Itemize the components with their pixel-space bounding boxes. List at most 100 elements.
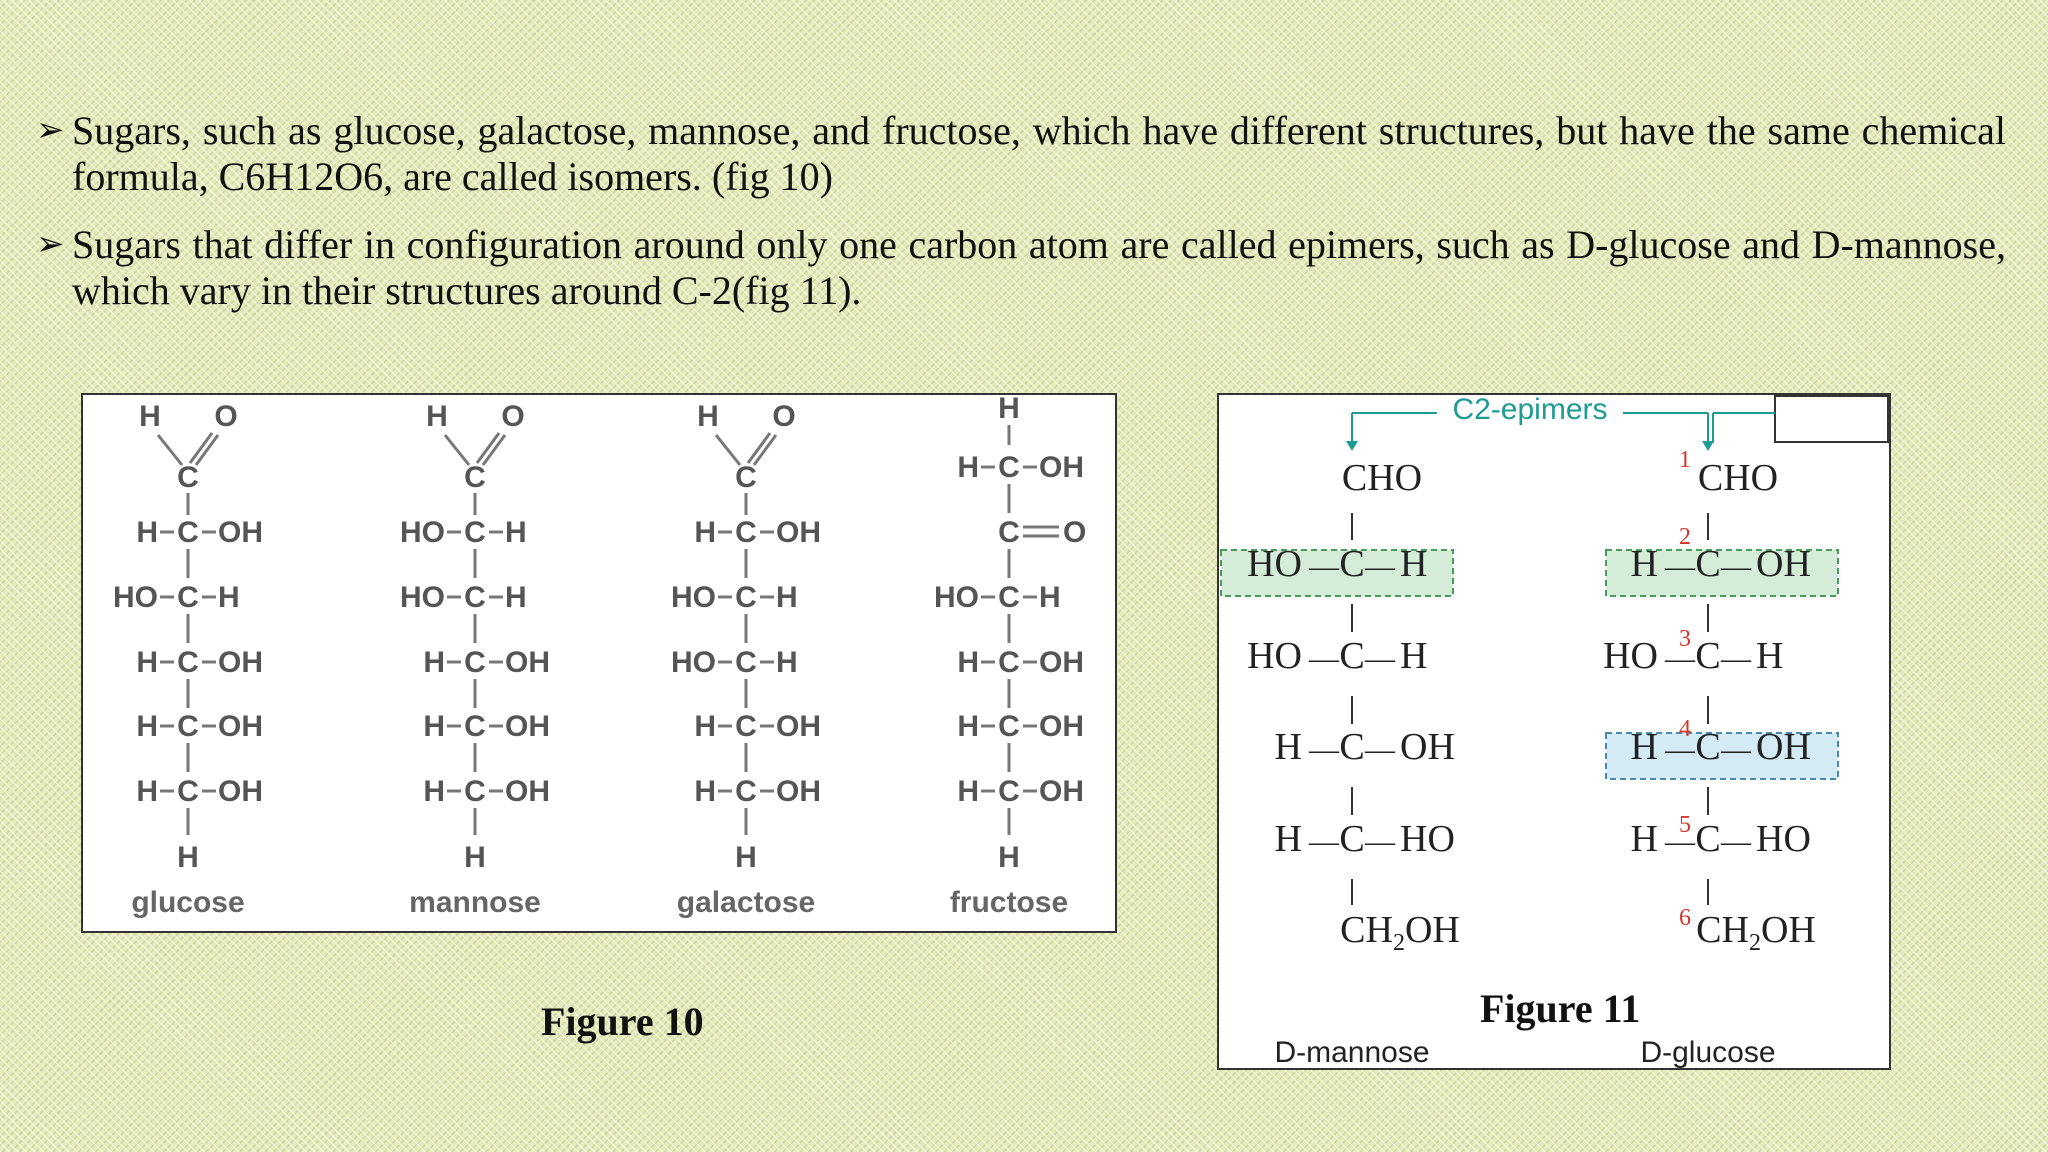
left-group-label: H: [423, 775, 445, 808]
left-group-label: H: [136, 646, 158, 679]
right-group-label: HO: [1756, 818, 1811, 860]
left-group-label: H: [1631, 818, 1658, 860]
highlight-c4-glucose: [1605, 732, 1839, 780]
bond-line: [475, 432, 501, 464]
carbon-1-label: C: [735, 461, 757, 494]
ch2oh-label: CH2OH: [1340, 909, 1460, 956]
right-group-label: OH: [505, 646, 550, 679]
bond-dash: —: [1664, 642, 1696, 675]
carbon-label: C: [464, 775, 486, 808]
bond-dash: —: [1664, 733, 1696, 766]
carbon-label: C: [735, 516, 757, 549]
carbon-label: C: [1339, 726, 1364, 768]
subscript: 2: [1749, 930, 1761, 956]
bond-line: [746, 432, 772, 464]
figure-10-caption: Figure 10: [541, 999, 704, 1044]
right-group-label: OH: [776, 710, 821, 743]
left-group-label: H: [957, 646, 979, 679]
right-group-label: OH: [1400, 726, 1455, 768]
left-group-label: H: [957, 710, 979, 743]
left-group-label: HO: [113, 581, 158, 614]
carbon-label: C: [998, 775, 1020, 808]
bond-dash: —: [1364, 642, 1396, 675]
ch2oh-tail: OH: [1761, 909, 1816, 951]
arrow-down-icon: [1702, 441, 1714, 451]
carbon-label: C: [177, 710, 199, 743]
top-h-label: H: [998, 395, 1020, 425]
bond-dash: —: [1720, 825, 1752, 858]
carbon-label: C: [177, 646, 199, 679]
aldehyde-o-label: O: [214, 400, 237, 433]
right-group-label: OH: [776, 775, 821, 808]
d-glucose-label: D-glucose: [1640, 1036, 1775, 1068]
bond-line: [443, 434, 471, 466]
aldehyde-h-label: H: [139, 400, 161, 433]
bullet-list: ➢ Sugars, such as glucose, galactose, ma…: [36, 108, 2006, 336]
left-group-label: HO: [1603, 635, 1658, 677]
carbon-number-label: 1: [1679, 447, 1691, 473]
carbon-1-label: C: [464, 461, 486, 494]
left-group-label: H: [423, 710, 445, 743]
carbon-label: C: [998, 451, 1020, 484]
carbon-number-label: 5: [1679, 812, 1691, 838]
carbon-label: C: [464, 516, 486, 549]
aldehyde-o-label: O: [772, 400, 795, 433]
bond-dash: —: [1664, 550, 1696, 583]
bond-line: [714, 434, 742, 466]
right-group-label: H: [218, 581, 240, 614]
right-group-label: HO: [1400, 818, 1455, 860]
bullet-text: Sugars that differ in configuration arou…: [72, 222, 2006, 313]
left-group-label: HO: [400, 516, 445, 549]
left-group-label: H: [694, 516, 716, 549]
bullet-epimers: ➢ Sugars that differ in configuration ar…: [36, 222, 2006, 314]
carbon-label: C: [998, 646, 1020, 679]
sugar-name-label: glucose: [131, 886, 244, 919]
bond-dash: —: [1364, 825, 1396, 858]
carbon-number-label: 4: [1679, 716, 1691, 742]
left-group-label: H: [136, 516, 158, 549]
bond-line: [156, 434, 184, 466]
carbon-label: C: [177, 516, 199, 549]
carbon-label: C: [1695, 818, 1720, 860]
left-group-label: H: [136, 775, 158, 808]
left-group-label: HO: [1247, 543, 1302, 585]
carbon-label: C: [998, 581, 1020, 614]
bottom-h-label: H: [998, 841, 1020, 874]
bond-dash: —: [1364, 733, 1396, 766]
right-group-label: OH: [505, 775, 550, 808]
left-group-label: HO: [400, 581, 445, 614]
right-group-label: H: [1400, 543, 1427, 585]
bond-dash: —: [1720, 642, 1752, 675]
left-group-label: H: [1631, 543, 1658, 585]
sugar-name-label: fructose: [950, 886, 1068, 919]
bottom-h-label: H: [177, 841, 199, 874]
sugar-name-label: mannose: [409, 886, 541, 919]
left-group-label: H: [694, 710, 716, 743]
cho-label: CHO: [1698, 457, 1778, 499]
left-group-label: H: [1631, 726, 1658, 768]
right-group-label: H: [505, 581, 527, 614]
empty-box: [1774, 395, 1889, 443]
subscript: 2: [1393, 930, 1405, 956]
carbon-label: C: [1695, 543, 1720, 585]
carbon-1-label: C: [177, 461, 199, 494]
carbon-label: C: [464, 646, 486, 679]
carbon-label: C: [735, 710, 757, 743]
right-group-label: OH: [1039, 775, 1084, 808]
right-group-label: OH: [1039, 451, 1084, 484]
arrow-down-icon: [1346, 441, 1358, 451]
right-group-label: OH: [1756, 543, 1811, 585]
d-mannose-label: D-mannose: [1274, 1036, 1429, 1068]
bond-dash: —: [1308, 733, 1340, 766]
aldehyde-o-label: O: [501, 400, 524, 433]
left-group-label: HO: [671, 646, 716, 679]
carbon-label: C: [735, 581, 757, 614]
bullet-isomers: ➢ Sugars, such as glucose, galactose, ma…: [36, 108, 2006, 200]
right-group-label: H: [776, 581, 798, 614]
carbon-label: C: [998, 710, 1020, 743]
bond-line: [188, 432, 214, 464]
right-group-label: OH: [218, 516, 263, 549]
figure-11-caption: Figure 11: [1480, 986, 1641, 1031]
